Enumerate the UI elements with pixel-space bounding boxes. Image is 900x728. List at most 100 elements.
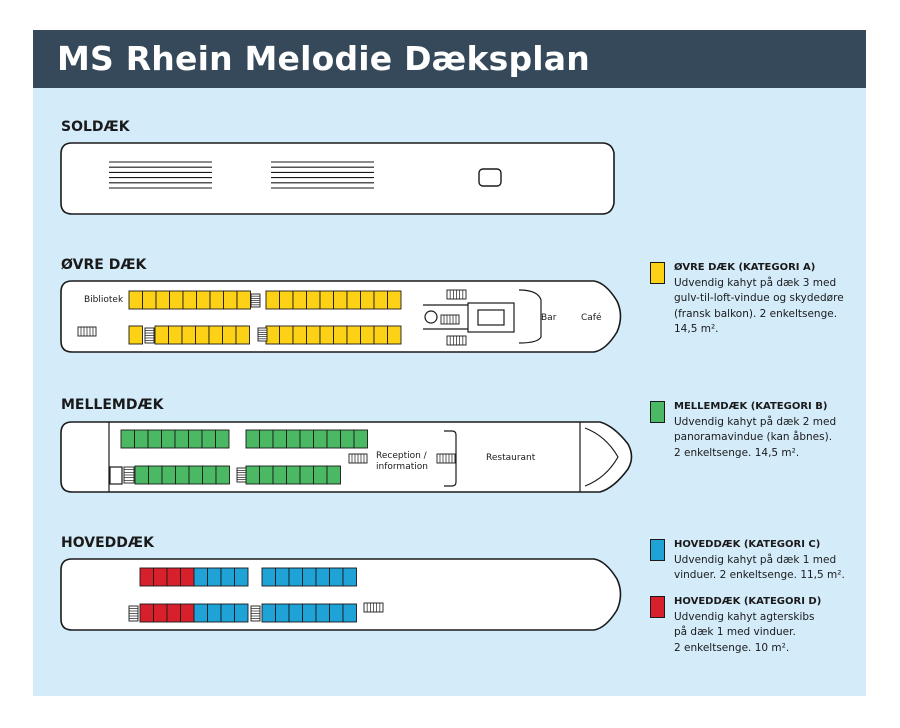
room-label-library: Bibliotek <box>84 295 124 305</box>
cabin-category-d <box>180 567 195 587</box>
cabin-category-b <box>313 465 328 485</box>
page-title: MS Rhein Melodie Dæksplan <box>57 39 590 78</box>
cabin-category-b <box>272 465 287 485</box>
legend-swatch-blue <box>650 539 665 561</box>
reception-desk-outline <box>444 430 457 487</box>
cabin-category-b <box>245 429 260 449</box>
legend-line: Udvendig kahyt på dæk 1 med <box>674 553 837 566</box>
cabin-category-b <box>259 429 274 449</box>
legend-swatch-yellow <box>650 262 665 284</box>
cabin-category-b <box>147 429 162 449</box>
cabin-category-c <box>193 567 208 587</box>
legend-line: (fransk balkon). 2 enkeltsenge. <box>674 307 838 320</box>
cabin-category-a <box>222 325 237 345</box>
cabin-category-b <box>286 429 301 449</box>
cabins-category-a <box>128 290 402 345</box>
cabin-category-c <box>342 567 357 587</box>
cabin-category-b <box>201 429 216 449</box>
title-bar: MS Rhein Melodie Dæksplan <box>33 30 866 88</box>
legend-line: 2 enkeltsenge. 10 m². <box>674 641 790 654</box>
cabin-category-c <box>234 603 249 623</box>
cabin-category-b <box>161 429 176 449</box>
cabin-category-a <box>306 290 321 310</box>
cabin-category-c <box>207 567 222 587</box>
cabin-category-c <box>315 603 330 623</box>
cabin-category-c <box>315 567 330 587</box>
sun-lounger-rows-2 <box>271 161 374 189</box>
cabin-category-b <box>245 465 260 485</box>
room-label-reception: Reception / <box>376 451 428 461</box>
deck-title-middle: MELLEMDÆK <box>61 397 165 413</box>
elevator-and-stair-core <box>423 302 515 333</box>
cabin-category-c <box>342 603 357 623</box>
cabin-category-b <box>326 465 341 485</box>
legend-heading: ØVRE DÆK (KATEGORI A) <box>674 262 816 273</box>
legend-line: Udvendig kahyt på dæk 3 med <box>674 276 837 289</box>
cabin-category-a <box>279 290 294 310</box>
cabin-category-c <box>220 603 235 623</box>
cabin-category-c <box>261 603 276 623</box>
cabin-category-a <box>265 290 280 310</box>
legend-line: 14,5 m². <box>674 323 719 335</box>
legend-line: på dæk 1 med vinduer. <box>674 626 796 638</box>
cabin-category-a <box>196 290 211 310</box>
room-label-bar: Bar <box>541 313 557 323</box>
cabin-category-a <box>223 290 238 310</box>
cabin-category-a <box>346 325 361 345</box>
cabin-category-c <box>302 567 317 587</box>
cabin-category-a <box>373 290 388 310</box>
staircases <box>77 289 467 622</box>
legend-line: vinduer. 2 enkeltsenge. 11,5 m². <box>674 569 845 581</box>
cabin-category-b <box>134 429 149 449</box>
cabin-category-a <box>235 325 250 345</box>
cabin-category-a <box>387 290 402 310</box>
cabin-category-a <box>181 325 196 345</box>
cabin-category-b <box>161 465 176 485</box>
cabin-category-b <box>148 465 163 485</box>
legend-line: gulv-til-loft-vindue og skydedøre <box>674 292 844 304</box>
cabin-category-a <box>195 325 210 345</box>
cabin-category-a <box>306 325 321 345</box>
cabin-category-a <box>168 325 183 345</box>
cabin-category-a <box>279 325 294 345</box>
cabin-category-a <box>128 290 143 310</box>
cabin-category-c <box>207 603 222 623</box>
cabin-category-b <box>299 465 314 485</box>
cabin-category-b <box>215 465 230 485</box>
cabin-category-a <box>236 290 251 310</box>
cabin-category-d <box>166 567 181 587</box>
legend-swatch-green <box>650 401 665 423</box>
cabin-category-b <box>215 429 230 449</box>
cabin-category-a <box>142 290 157 310</box>
legend-heading: HOVEDDÆK (KATEGORI C) <box>674 539 821 550</box>
cabin-category-a <box>360 325 375 345</box>
cabin-category-a <box>346 290 361 310</box>
cabin-category-a <box>182 290 197 310</box>
cabin-category-a <box>128 325 143 345</box>
cabin-category-c <box>288 567 303 587</box>
cabin-category-a <box>360 290 375 310</box>
cabin-category-a <box>319 325 334 345</box>
room-label-cafe: Café <box>581 312 602 323</box>
deck-title-sun: SOLDÆK <box>61 119 131 135</box>
cabin-category-c <box>329 603 344 623</box>
deck-title-main: HOVEDDÆK <box>61 535 155 551</box>
cabin-category-b <box>120 429 135 449</box>
cabin-category-d <box>139 567 154 587</box>
cabin-category-b <box>188 429 203 449</box>
legend-heading: HOVEDDÆK (KATEGORI D) <box>674 596 822 607</box>
cabin-category-c <box>193 603 208 623</box>
bar-counter-outline <box>518 289 542 344</box>
legend-line: panoramavindue (kan åbnes). <box>674 431 833 443</box>
room-label-restaurant: Restaurant <box>486 453 536 463</box>
legend-line: Udvendig kahyt agterskibs <box>674 610 815 623</box>
bow-outline <box>584 427 619 487</box>
cabins-category-b <box>120 429 368 485</box>
deck-title-upper: ØVRE DÆK <box>61 257 148 273</box>
cabin-category-b <box>353 429 368 449</box>
legend-line: 2 enkeltsenge. 14,5 m². <box>674 446 800 459</box>
cabin-category-c <box>220 567 235 587</box>
cabin-category-b <box>286 465 301 485</box>
cabin-category-a <box>155 290 170 310</box>
